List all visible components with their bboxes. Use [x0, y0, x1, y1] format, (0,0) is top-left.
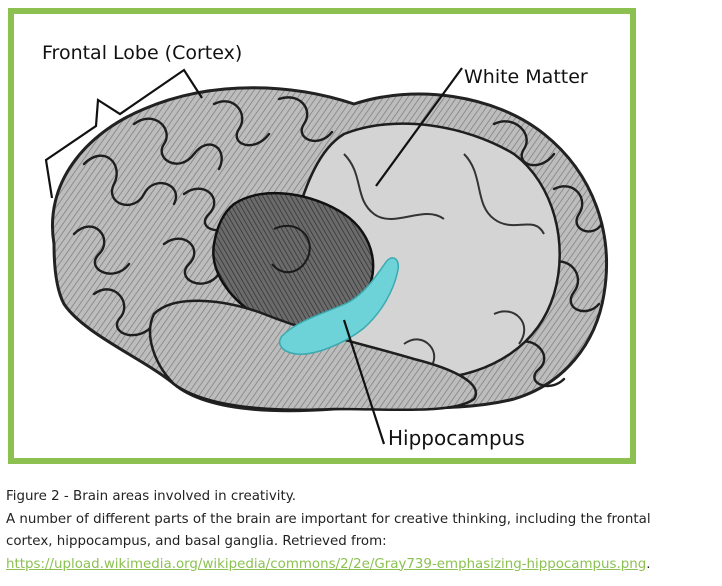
white-matter-folds [343, 153, 545, 370]
temporal-lobe [148, 299, 478, 412]
caption-description-line1: A number of different parts of the brain… [6, 511, 651, 527]
caption-title: Figure 2 - Brain areas involved in creat… [6, 489, 297, 504]
frontal-lobe-label: Frontal Lobe (Cortex) [42, 42, 243, 64]
caption-description-line2: cortex, hippocampus, and basal ganglia. … [6, 534, 387, 549]
source-link[interactable]: https://upload.wikimedia.org/wikipedia/c… [6, 556, 647, 572]
caption-source-line: https://upload.wikimedia.org/wikipedia/c… [6, 554, 720, 577]
brain-illustration [44, 67, 608, 445]
white-matter-label: White Matter [464, 66, 588, 88]
hippocampus-label: Hippocampus [388, 426, 525, 450]
white-matter-pointer [375, 67, 463, 187]
cortex-gyri [72, 96, 604, 404]
frontal-lobe-bracket [44, 68, 203, 199]
link-suffix: . [646, 556, 651, 572]
figure-frame: Frontal Lobe (Cortex) White Matter Hippo… [8, 8, 636, 464]
hippocampus-highlight [278, 257, 400, 355]
hippocampus-pointer [342, 319, 386, 445]
figure-caption: Figure 2 - Brain areas involved in creat… [6, 486, 720, 576]
